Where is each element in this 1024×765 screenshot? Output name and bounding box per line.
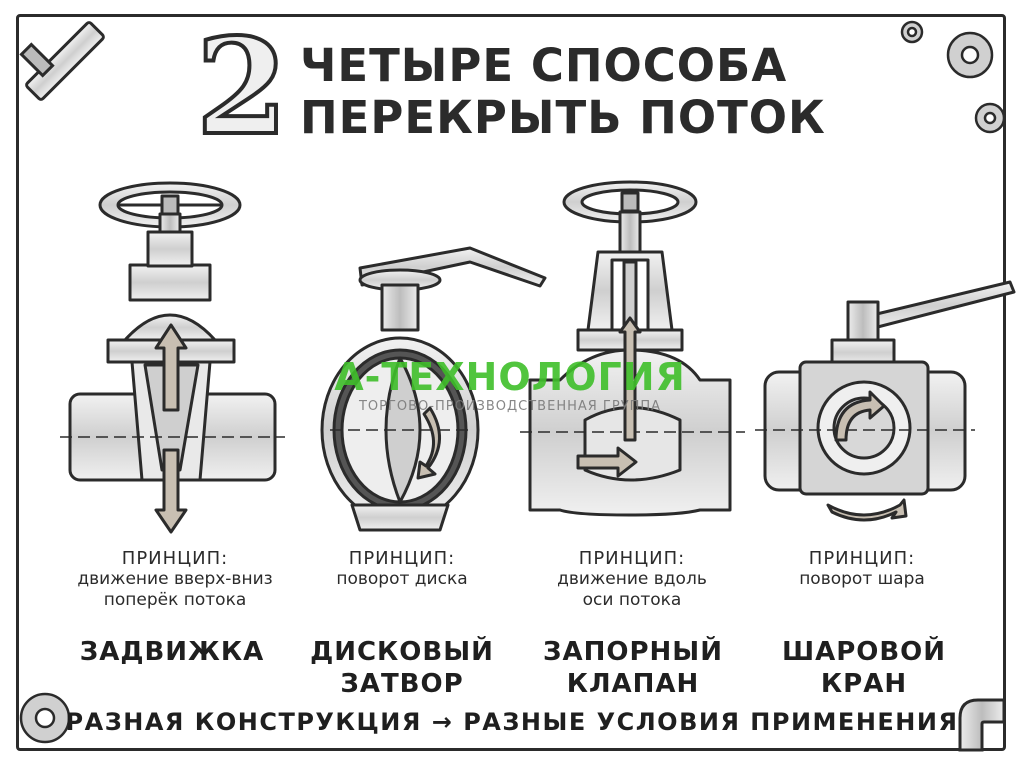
butterfly-valve-drawing <box>320 246 547 532</box>
valve-name-2: ДИСКОВЫЙ ЗАТВОР <box>282 636 522 700</box>
rotate-arrow-icon <box>826 498 908 522</box>
valve-principle-4: ПРИНЦИП: поворот шара <box>742 548 982 590</box>
up-down-arrow-icon <box>154 323 188 412</box>
valve-name-line: ЗАПОРНЫЙ <box>543 637 723 667</box>
principle-text: поворот шара <box>799 569 925 589</box>
principle-label: ПРИНЦИП: <box>808 548 916 569</box>
footer-right: РАЗНЫЕ УСЛОВИЯ ПРИМЕНЕНИЯ <box>463 708 959 736</box>
valve-name-line: ШАРОВОЙ <box>781 637 947 667</box>
principle-label: ПРИНЦИП: <box>578 548 686 569</box>
section-number: 2 <box>194 10 290 165</box>
valve-name-4: ШАРОВОЙ КРАН <box>744 636 984 700</box>
valve-principle-2: ПРИНЦИП: поворот диска <box>282 548 522 590</box>
pipe-corner-icon <box>958 698 1006 752</box>
flow-arrow-icon <box>576 446 638 478</box>
lever-handle-icon <box>858 280 1016 332</box>
footer-conclusion: РАЗНАЯ КОНСТРУКЦИЯ → РАЗНЫЕ УСЛОВИЯ ПРИМ… <box>0 708 1024 736</box>
valve-name-line: ДИСКОВЫЙ <box>310 637 494 667</box>
footer-left: РАЗНАЯ КОНСТРУКЦИЯ <box>65 708 422 736</box>
principle-label: ПРИНЦИП: <box>348 548 456 569</box>
principle-text: поперёк потока <box>103 590 247 610</box>
gear-icon <box>19 692 71 744</box>
gate-valve-drawing <box>60 181 285 534</box>
principle-text: движение вдоль <box>557 569 707 589</box>
globe-valve-drawing <box>520 180 745 517</box>
ball-valve-drawing <box>755 280 1016 522</box>
valve-name-3: ЗАПОРНЫЙ КЛАПАН <box>513 636 753 700</box>
valve-principle-3: ПРИНЦИП: движение вдоль оси потока <box>512 548 752 611</box>
lever-handle-icon <box>358 246 547 288</box>
principle-text: оси потока <box>582 590 682 610</box>
valve-principle-1: ПРИНЦИП: движение вверх-вниз поперёк пот… <box>55 548 295 611</box>
title-line-2: ПЕРЕКРЫТЬ ПОТОК <box>300 91 826 144</box>
valve-name-line: ЗАТВОР <box>340 669 464 699</box>
poster-frame <box>16 14 1006 751</box>
principle-text: движение вверх-вниз <box>77 569 273 589</box>
valve-name-line: ЗАДВИЖКА <box>79 637 265 667</box>
footer-arrow: → <box>431 708 454 736</box>
page-title: ЧЕТЫРЕ СПОСОБА ПЕРЕКРЫТЬ ПОТОК <box>300 40 826 144</box>
up-down-arrow-icon <box>618 316 642 442</box>
rotate-arrow-icon <box>416 406 441 480</box>
rotate-arrow-icon <box>834 390 886 442</box>
valve-name-line: КРАН <box>820 669 908 699</box>
gear-icon <box>900 20 1006 134</box>
pipe-corner-icon <box>19 21 105 101</box>
principle-text: поворот диска <box>336 569 468 589</box>
up-down-arrow-icon <box>154 448 188 534</box>
valve-name-1: ЗАДВИЖКА <box>52 636 292 668</box>
valve-name-line: КЛАПАН <box>566 669 700 699</box>
principle-label: ПРИНЦИП: <box>121 548 229 569</box>
title-line-1: ЧЕТЫРЕ СПОСОБА <box>300 39 788 92</box>
